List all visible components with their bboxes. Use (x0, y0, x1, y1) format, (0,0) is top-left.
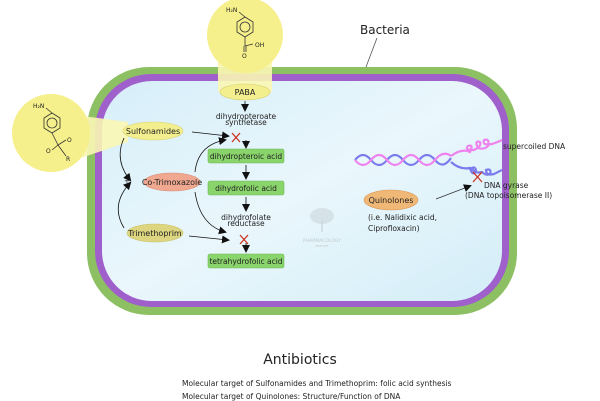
arrow-cotrimoxazole-to-reductase (194, 191, 227, 235)
arrow-trimethoprim-to-cotrimoxazole (117, 181, 132, 229)
arrow-trimethoprim-to-reductase (188, 235, 230, 244)
dihydropteroic-acid-label: dihydropteroic acid (210, 152, 283, 161)
quinolones-label: Quinolones (369, 196, 414, 205)
caption-title: Antibiotics (263, 352, 337, 368)
arrow-cotrimoxazole-to-synthetase (194, 137, 227, 173)
quinolones-oval[interactable] (363, 189, 419, 211)
sulfonamide-amine-label: H₂N (33, 103, 44, 110)
enzyme-1-line-1: dihydropteroate (216, 112, 277, 121)
enzyme-1-line-2: synthetase (225, 118, 267, 127)
paba-amine-label: H₂N (226, 7, 237, 14)
tetrahydrofolic-acid-label: tetrahydrofolic acid (209, 257, 282, 266)
inhibition-x-icon-gyrase (472, 171, 483, 183)
bacteria-label: Bacteria (360, 23, 410, 37)
paba-label: PABA (235, 88, 256, 97)
dna-topoisomerase-label: (DNA topoisomerase II) (465, 191, 552, 200)
watermark-tree-icon (310, 208, 334, 232)
inhibition-x-icon-synthetase (231, 132, 241, 143)
supercoiled-dna-label: supercoiled DNA (503, 142, 566, 151)
sulfonamide-structure (43, 107, 67, 157)
cytoplasm (102, 81, 502, 301)
trimethoprim-oval[interactable] (126, 223, 184, 243)
supercoiled-dna-icon (354, 138, 503, 176)
sulfonamide-r-label: R (66, 156, 70, 163)
arrow-sulfonamides-to-cotrimoxazole (119, 137, 132, 182)
dihydrofolic-acid-box[interactable] (207, 180, 285, 196)
sulfonamides-label: Sulfonamides (126, 127, 180, 136)
co-trimoxazole-oval[interactable] (143, 172, 201, 192)
enzyme-2-line-1: dihydrofolate (221, 213, 271, 222)
paba-structure (236, 11, 254, 52)
sulfonamide-o2-label: O (46, 148, 51, 155)
dna-gyrase-label: DNA gyrase (484, 181, 529, 190)
quinolone-example-1: (i.e. Nalidixic acid, (368, 213, 437, 222)
inhibition-x-icon-reductase (239, 234, 249, 245)
sulfonamide-structure-bubble (12, 94, 90, 172)
watermark-subtitle: MENTOR (315, 244, 328, 248)
sulfonamides-oval[interactable] (122, 121, 184, 141)
tetrahydrofolic-acid-box[interactable] (207, 253, 285, 269)
trimethoprim-label: Trimethoprim (127, 229, 182, 238)
co-trimoxazole-label: Co-Trimoxazole (142, 178, 202, 187)
plus-sign: + (124, 177, 130, 185)
enzyme-2-line-2: reductase (227, 219, 265, 228)
sulfonamide-o1-label: O (67, 137, 72, 144)
caption-line-folic: Molecular target of Sulfonamides and Tri… (182, 379, 452, 388)
dihydropteroic-acid-box[interactable] (207, 148, 285, 164)
arrow-sulfonamides-to-synthetase (191, 131, 230, 140)
paba-oxygen-label: O (242, 53, 247, 60)
caption-line-dna: Molecular target of Quinolones: Structur… (182, 392, 401, 401)
bacteria-leader-line (365, 37, 378, 68)
arrow-quinolones-to-gyrase (435, 184, 472, 200)
watermark-title: PHARMACOLOGY (303, 238, 341, 244)
paba-oval[interactable] (219, 83, 271, 101)
dihydrofolic-acid-label: dihydrofolic acid (215, 184, 277, 193)
paba-acid-label: OH (255, 42, 264, 49)
quinolone-example-2: Ciprofloxacin) (368, 224, 420, 233)
paba-structure-bubble (207, 0, 283, 73)
